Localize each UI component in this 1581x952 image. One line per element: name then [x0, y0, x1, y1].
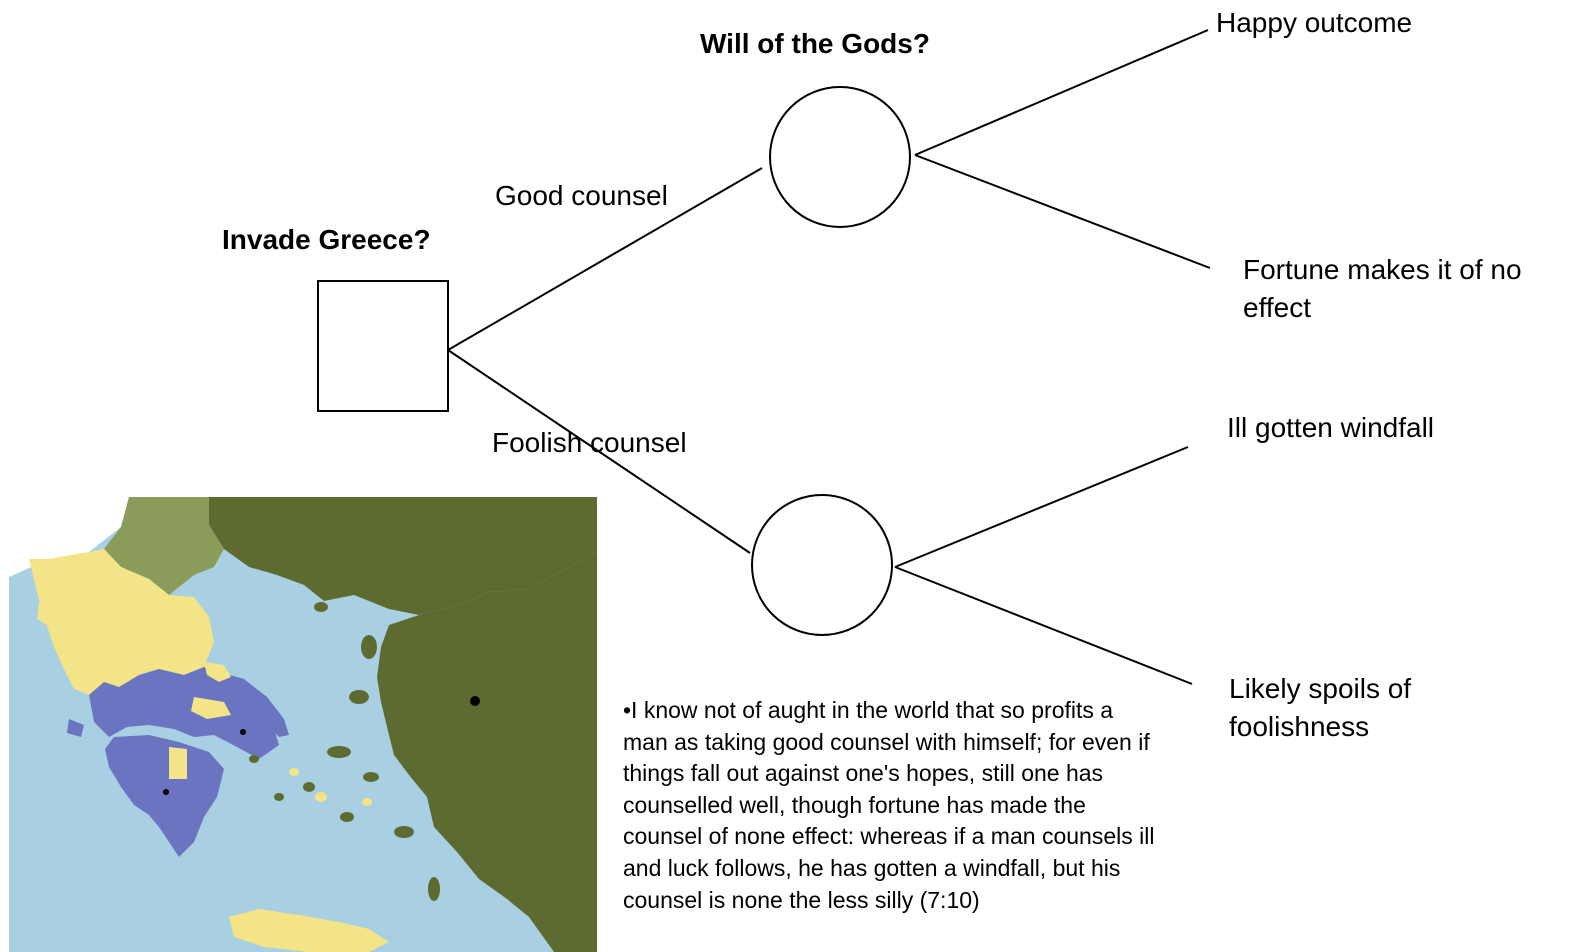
outcome-likely-spoils: Likely spoils of foolishness	[1229, 670, 1411, 746]
map-island	[361, 635, 377, 659]
map-island-yellow	[362, 798, 372, 806]
map-island	[285, 549, 303, 561]
map-thrace	[209, 497, 597, 615]
outcome-happy: Happy outcome	[1216, 7, 1413, 38]
chance-node-lower	[751, 494, 893, 636]
edge-likely-spoils	[894, 566, 1193, 685]
map-yellow-patch-b	[169, 747, 187, 779]
outcome-fortune-line-1: Fortune makes it of no	[1243, 254, 1522, 285]
map-city-marker	[163, 789, 169, 795]
map-corfu	[37, 602, 49, 625]
outcome-ill-gotten-windfall: Ill gotten windfall	[1227, 412, 1435, 443]
edge-fortune-no-effect	[914, 154, 1211, 269]
map-island-yellow	[289, 768, 299, 776]
outcome-spoils-line-1: Likely spoils of	[1229, 673, 1412, 704]
map-crete	[229, 909, 389, 952]
map-island	[428, 877, 440, 901]
map-northern-greece	[29, 549, 214, 695]
map-island	[303, 782, 315, 792]
map-island	[394, 826, 414, 838]
outcome-fortune-line-2: effect	[1243, 292, 1311, 323]
map-island	[349, 690, 369, 704]
map-island-yellow	[315, 792, 327, 802]
edge-ill-gotten-windfall	[894, 446, 1189, 568]
map-island	[340, 812, 354, 822]
decision-node-label: Invade Greece?	[222, 224, 431, 255]
map-city-marker	[470, 696, 480, 706]
outcome-fortune-no-effect: Fortune makes it of no effect	[1243, 251, 1522, 327]
map-island	[249, 755, 259, 763]
chance-node-upper	[769, 86, 911, 228]
outcome-spoils-line-2: foolishness	[1229, 711, 1370, 742]
map-euboea	[219, 672, 289, 737]
edge-happy-outcome	[914, 29, 1209, 156]
map-island	[327, 746, 351, 758]
chance-node-label: Will of the Gods?	[700, 28, 930, 59]
good-counsel-label: Good counsel	[495, 180, 668, 211]
foolish-counsel-label: Foolish counsel	[492, 427, 687, 458]
decision-node-square	[317, 280, 449, 412]
good-counsel-edge	[447, 167, 763, 351]
map-asia-minor	[377, 552, 597, 952]
map-island	[363, 772, 379, 782]
map-ionian-island	[67, 719, 84, 737]
map-city-marker	[240, 729, 246, 735]
map-island	[274, 793, 284, 801]
map-unclaimed-north	[9, 497, 129, 577]
map-yellow-patch-a	[191, 697, 231, 719]
map-island	[319, 573, 339, 585]
map-peloponnese	[105, 735, 224, 857]
herodotus-quote: •I know not of aught in the world that s…	[623, 697, 1155, 913]
foolish-counsel-edge	[447, 349, 751, 554]
map-chalkidiki	[204, 662, 231, 682]
aegean-map	[9, 497, 597, 952]
map-macedon	[104, 497, 224, 595]
map-island	[314, 602, 328, 612]
